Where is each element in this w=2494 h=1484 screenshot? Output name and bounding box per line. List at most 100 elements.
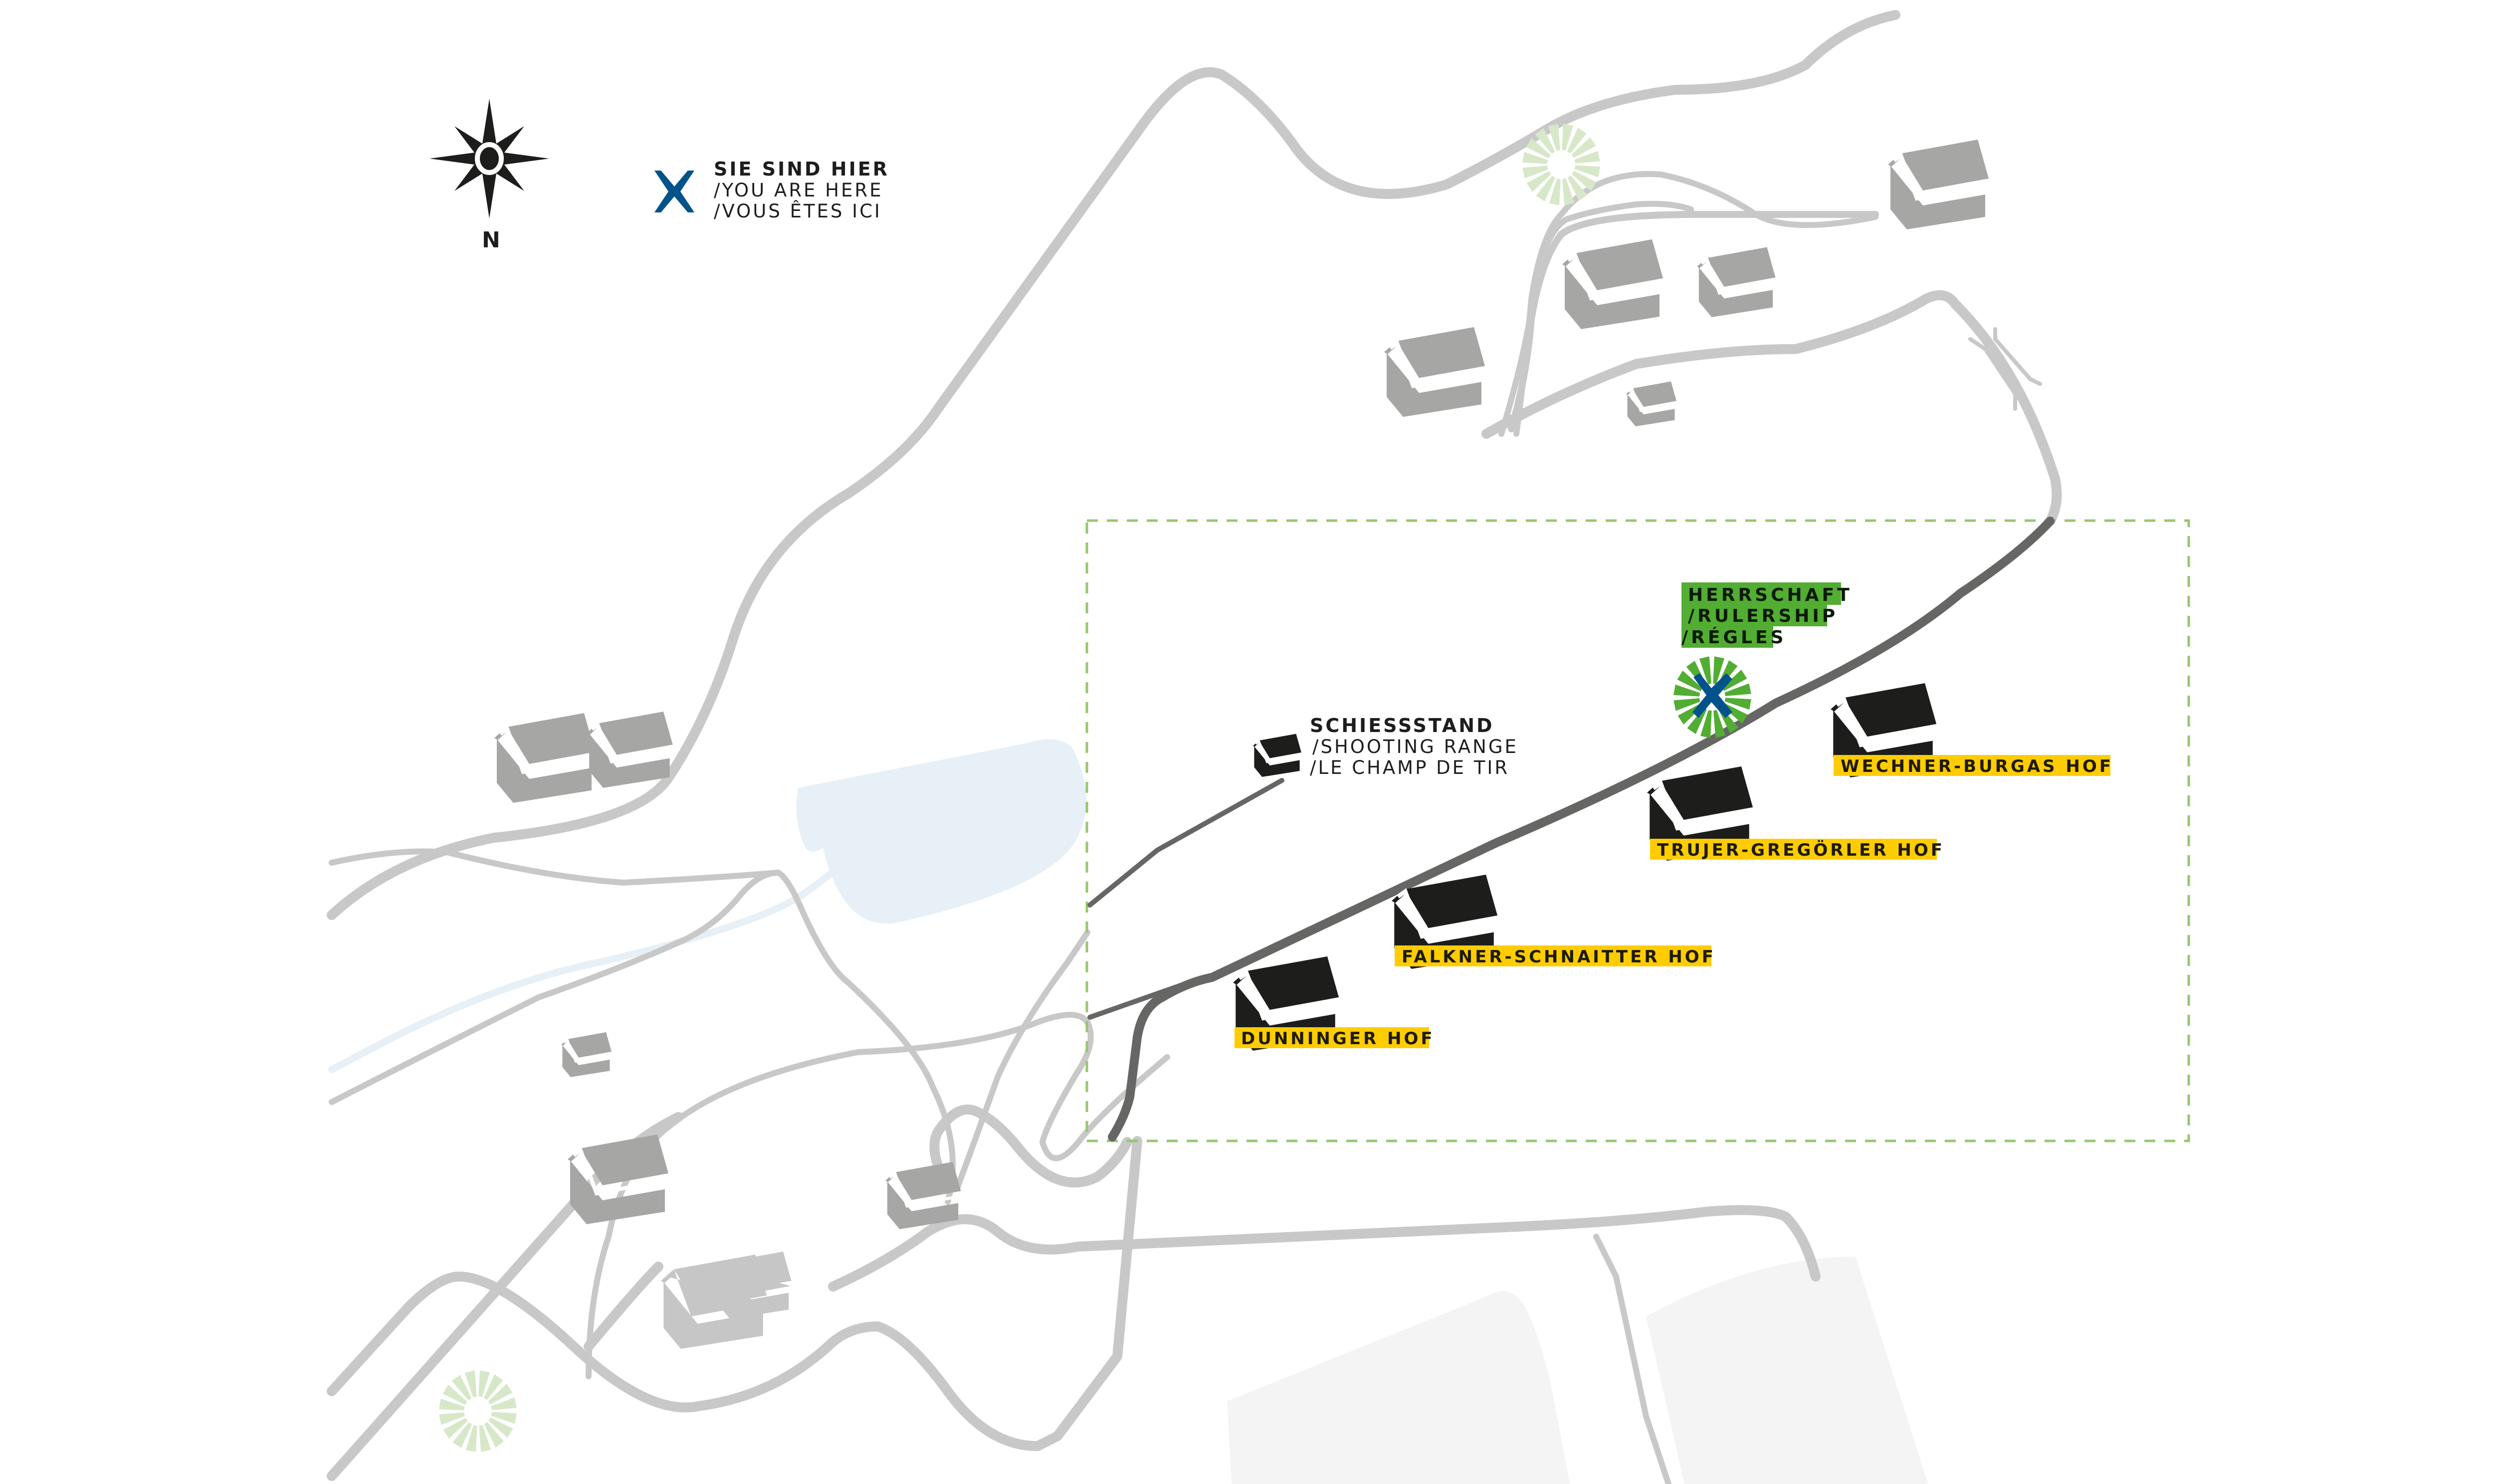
compass-icon	[429, 99, 549, 218]
burst-segment	[478, 1370, 490, 1398]
farm-label-falkner[interactable]: FALKNER-SCHNAITTER HOF	[1395, 945, 1716, 967]
house-roof	[567, 1032, 612, 1058]
building-icon	[568, 1134, 668, 1224]
house-roof	[580, 1134, 668, 1185]
house-wall	[570, 1160, 665, 1224]
house-ridge	[1836, 696, 1936, 747]
road-to-range	[955, 929, 1090, 1190]
house-ridge	[1567, 252, 1663, 301]
farm-label-trujer[interactable]: TRUJER-GREGÖRLER HOF	[1650, 839, 1945, 860]
building-icon	[494, 713, 595, 803]
burst-segment	[484, 1422, 504, 1448]
house-wall	[717, 1271, 789, 1319]
road-shooting-range	[1087, 778, 1284, 908]
house-wall	[1565, 265, 1660, 329]
farm-label-bg	[1235, 1027, 1429, 1048]
road-south-arc	[929, 1105, 1132, 1192]
burst-segment	[1700, 710, 1712, 738]
burst-segment	[1572, 171, 1597, 191]
farm-name: FALKNER-SCHNAITTER HOF	[1402, 947, 1716, 967]
burst-segment	[1722, 670, 1747, 691]
forest-markers	[439, 124, 1600, 1452]
house-ridge	[591, 722, 672, 764]
burst-segment	[466, 1425, 477, 1452]
burst-segment	[464, 1370, 477, 1398]
herrschaft-fr: /RÉGLES	[1681, 627, 1786, 648]
house-ridge	[720, 1264, 791, 1296]
house-ridge	[572, 1147, 668, 1196]
burst-segment	[451, 1375, 472, 1401]
road-south-long	[1593, 1234, 1671, 1484]
house-roof	[1259, 734, 1301, 758]
burst-segment	[1526, 138, 1551, 159]
house-roof	[1397, 327, 1485, 378]
building-icon	[561, 1032, 612, 1077]
north-label: N	[482, 227, 500, 253]
house-roof	[598, 712, 673, 755]
house-wall	[1698, 267, 1773, 317]
farm-label-bg	[1834, 755, 2110, 776]
herrschaft-label: HERRSCHAFT /RULERSHIP /RÉGLES	[1681, 582, 1853, 648]
main-road	[1087, 517, 2055, 1141]
forest-marker-icon	[1522, 124, 1600, 205]
wall-1	[1968, 337, 2017, 411]
house-roof	[1632, 381, 1676, 407]
farm-name: WECHNER-BURGAS HOF	[1841, 756, 2113, 776]
burst-segment	[1562, 124, 1573, 151]
shooting-range-de: SCHIESSSTAND	[1310, 715, 1494, 737]
field-right	[1646, 1257, 1928, 1484]
farm-name: TRUJER-GREGÖRLER HOF	[1657, 840, 1945, 860]
burst-segment	[1567, 175, 1588, 201]
building-icon	[1888, 140, 1989, 229]
house-roof	[1246, 956, 1339, 1010]
house-wall	[497, 739, 592, 803]
burst-segment	[1567, 127, 1587, 154]
house-wall	[1387, 353, 1481, 417]
building-icon	[1562, 239, 1663, 329]
burst-segment	[479, 1425, 491, 1452]
you-are-here-icon	[654, 171, 694, 212]
burst-segment	[439, 1398, 465, 1411]
burst-segment	[1535, 128, 1555, 154]
herrschaft-en: /RULERSHIP	[1688, 606, 1838, 626]
burst-segment	[1699, 656, 1711, 685]
burst-segment	[1548, 124, 1560, 151]
burst-segment	[442, 1384, 467, 1405]
house-ridge	[563, 1038, 612, 1063]
house-roof	[894, 1162, 961, 1200]
burst-segment	[1677, 670, 1703, 692]
burst-segment	[1673, 684, 1700, 697]
herrschaft-title: HERRSCHAFT	[1688, 585, 1853, 605]
legend-en: /YOU ARE HERE	[714, 180, 883, 201]
legend-fr: /VOUS ÊTES ICI	[714, 200, 882, 222]
road-south-east	[828, 1205, 1821, 1292]
road-upper	[327, 10, 1900, 920]
buildings	[494, 140, 1989, 1349]
house-wall	[589, 734, 670, 788]
burst-segment	[1687, 707, 1707, 735]
burst-segment	[1571, 137, 1596, 158]
house-ridge	[499, 726, 595, 774]
house-roof	[1405, 875, 1498, 928]
wall-2	[1993, 327, 2042, 386]
burst-segment	[1562, 178, 1575, 205]
you-are-here-x-icon	[1692, 673, 1732, 718]
study-area-border	[1085, 519, 2190, 1142]
road-valley	[329, 870, 781, 1105]
house-roof	[507, 713, 595, 764]
shooting-range-label: SCHIESSSTAND /SHOOTING RANGE /LE CHAMP D…	[1310, 715, 1516, 778]
burst-segment	[452, 1422, 472, 1449]
current-location-marker[interactable]	[1673, 656, 1751, 738]
farm-label-bg	[1395, 945, 1711, 966]
burst-segment	[1536, 176, 1556, 202]
house-wall	[663, 1282, 763, 1349]
forest-marker-icon	[439, 1370, 517, 1452]
house-ridge	[1652, 779, 1752, 831]
road-range-access	[1087, 982, 1185, 1020]
burst-segment	[1522, 166, 1548, 179]
house-wall	[1890, 166, 1985, 229]
farm-label-dunninger[interactable]: DUNNINGER HOF	[1235, 1027, 1435, 1049]
farm-label-wechner[interactable]: WECHNER-BURGAS HOF	[1834, 755, 2113, 776]
burst-segment	[488, 1384, 513, 1405]
